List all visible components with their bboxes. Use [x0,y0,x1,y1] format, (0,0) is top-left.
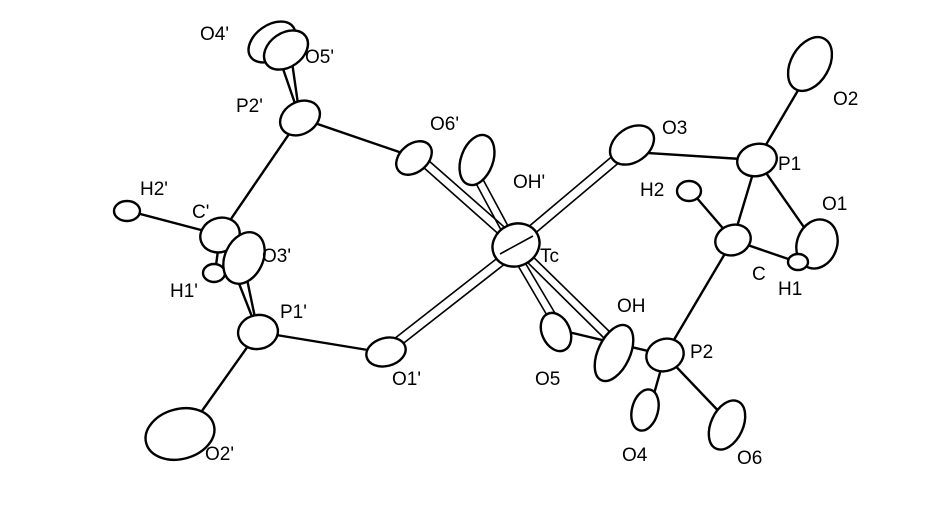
bond-p2p-cp [218,116,302,237]
label-o3p: O3' [262,246,291,267]
label-o1: O1 [822,194,847,215]
atom-o6 [707,399,747,451]
label-c: C [752,264,766,285]
bond-p2p-o6p [298,116,410,157]
bond-tc-o3-a [513,147,623,240]
atom-o3p [222,231,266,285]
atom-p2 [645,337,685,373]
atom-p1p [236,313,280,351]
atom-p1 [736,142,778,178]
atom-o6p [395,140,433,176]
label-p2p: P2' [236,96,263,117]
label-o5p: O5' [305,47,334,68]
label-h2: H2 [640,180,664,201]
atom-o3 [608,124,656,166]
atom-h1p [201,262,227,284]
atom-labels: O4' O5' P2' O6' OH' H2' C' O3' H1' P1' O… [140,24,858,469]
atom-o2 [786,35,834,93]
bond-tc-o6p-b [419,152,520,241]
bond-tc-o1p-a [384,248,510,347]
atom-h2p [112,199,142,223]
bond-c-p2 [663,238,735,357]
label-o6: O6 [737,448,762,469]
label-o2: O2 [833,89,858,110]
label-o4p: O4' [200,24,229,45]
atom-ohp [458,133,496,187]
atom-o5p [262,29,310,71]
atom-c [714,223,752,257]
label-p2: P2 [690,342,713,363]
label-tc: Tc [540,246,559,267]
label-ohp: OH' [513,172,545,193]
atom-o1p [365,336,407,368]
atom-o4 [630,388,660,432]
atom-p2p [278,99,322,137]
label-h1p: H1' [170,281,198,302]
atoms [112,20,839,461]
atom-tc-axis [499,235,534,255]
label-cp: C' [192,202,209,223]
label-o5: O5 [535,369,560,390]
label-o2p: O2' [205,444,234,465]
label-oh: OH [617,296,646,317]
bond-tc-o1p-b [390,255,516,354]
label-o1p: O1' [392,369,421,390]
label-p1: P1 [778,154,801,175]
atom-h2 [675,179,703,203]
label-h2p: H2' [140,179,168,200]
bond-tc-oh-a [514,249,610,344]
label-o4: O4 [622,445,648,466]
label-o3: O3 [662,118,687,139]
atom-h1 [786,252,810,272]
atom-o5 [539,311,573,353]
bond-tc-o3-b [519,154,629,247]
bond-tc-o6p-a [413,158,513,247]
label-o6p: O6' [430,114,459,135]
label-h1: H1 [778,279,802,300]
bond-tc-oh-b [520,244,616,338]
atom-o2p [144,407,216,461]
label-p1p: P1' [280,302,307,323]
atom-oh [593,323,635,383]
bond-p1-o3 [630,150,759,162]
